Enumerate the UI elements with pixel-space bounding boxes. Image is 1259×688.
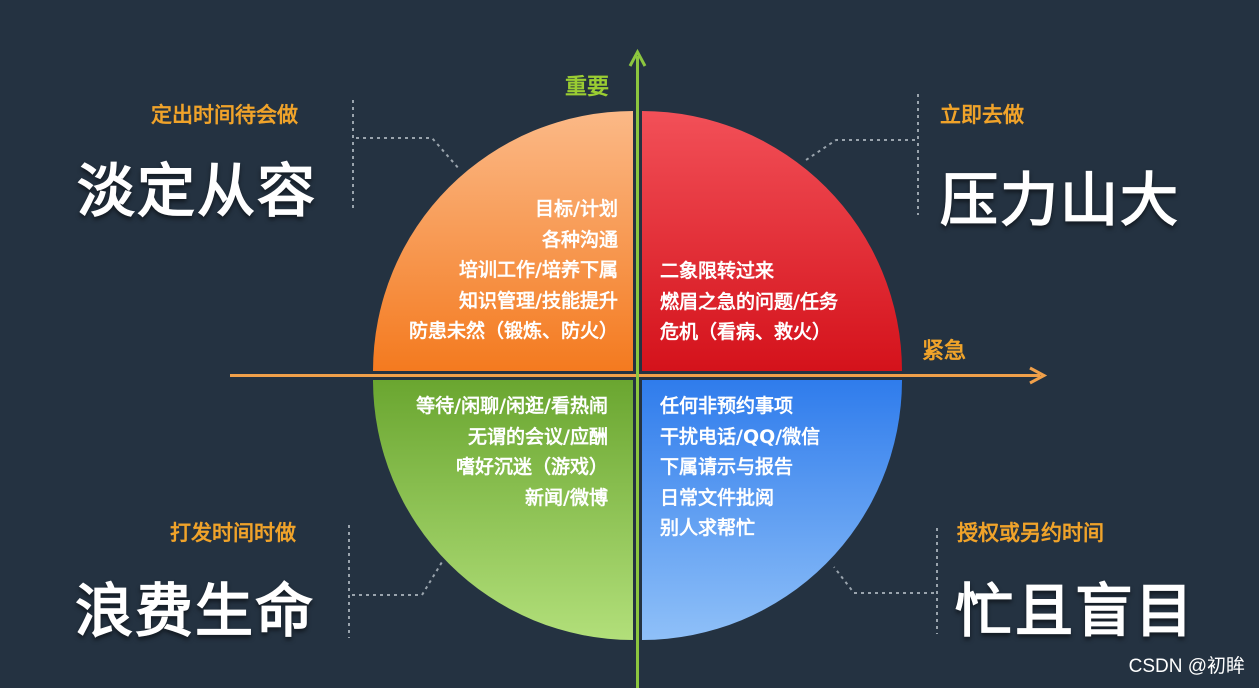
- list-item: 新闻/微博: [525, 486, 608, 509]
- list-item: 二象限转过来: [660, 260, 775, 282]
- horizontal-axis-label: 紧急: [922, 339, 967, 364]
- list-item: 培训工作/培养下属: [459, 259, 618, 281]
- list-item: 燃眉之急的问题/任务: [660, 290, 838, 313]
- top-left-title: 淡定从容: [77, 157, 318, 225]
- horizontal-axis-arrow-icon: [1029, 366, 1048, 385]
- list-item: 别人求帮忙: [660, 517, 756, 539]
- top-right-title: 压力山大: [940, 166, 1181, 234]
- quadrant-top-right: [642, 111, 902, 371]
- quadrant-bottom-left: [373, 380, 633, 640]
- bottom-right-items: 任何非预约事项 干扰电话/QQ/微信 下属请示与报告 日常文件批阅 别人求帮忙: [660, 391, 820, 544]
- quadrant-top-left: [373, 111, 633, 371]
- top-right-items: 二象限转过来 燃眉之急的问题/任务 危机（看病、救火）: [660, 256, 838, 348]
- list-item: 嗜好沉迷（游戏）: [455, 456, 608, 478]
- top-right-subtitle: 立即去做: [940, 103, 1024, 127]
- quadrant-bottom-right: [642, 380, 902, 640]
- list-item: 各种沟通: [541, 228, 618, 251]
- bottom-right-subtitle: 授权或另约时间: [957, 521, 1104, 545]
- bottom-right-title: 忙且盲目: [955, 577, 1196, 645]
- bottom-left-subtitle: 打发时间时做: [170, 521, 296, 545]
- list-item: 任何非预约事项: [660, 395, 794, 417]
- top-left-subtitle: 定出时间待会做: [151, 103, 298, 127]
- top-left-items: 目标/计划 各种沟通 培训工作/培养下属 知识管理/技能提升 防患未然（锻炼、防…: [409, 194, 618, 347]
- list-item: 等待/闲聊/闲逛/看热闹: [416, 395, 608, 417]
- leader-lines: [348, 94, 938, 638]
- list-item: 知识管理/技能提升: [459, 289, 618, 312]
- list-item: 危机（看病、救火）: [660, 321, 832, 343]
- list-item: 目标/计划: [535, 198, 618, 220]
- bottom-left-items: 等待/闲聊/闲逛/看热闹 无谓的会议/应酬 嗜好沉迷（游戏） 新闻/微博: [416, 391, 608, 513]
- list-item: 下属请示与报告: [660, 456, 794, 478]
- list-item: 日常文件批阅: [660, 486, 775, 509]
- vertical-axis-arrow-icon: [628, 48, 647, 67]
- vertical-axis-label: 重要: [565, 75, 610, 100]
- list-item: 干扰电话/QQ/微信: [660, 425, 821, 448]
- list-item: 无谓的会议/应酬: [468, 425, 608, 448]
- list-item: 防患未然（锻炼、防火）: [408, 320, 618, 342]
- watermark: CSDN @初眸: [1128, 656, 1245, 677]
- bottom-left-title: 浪费生命: [75, 577, 316, 645]
